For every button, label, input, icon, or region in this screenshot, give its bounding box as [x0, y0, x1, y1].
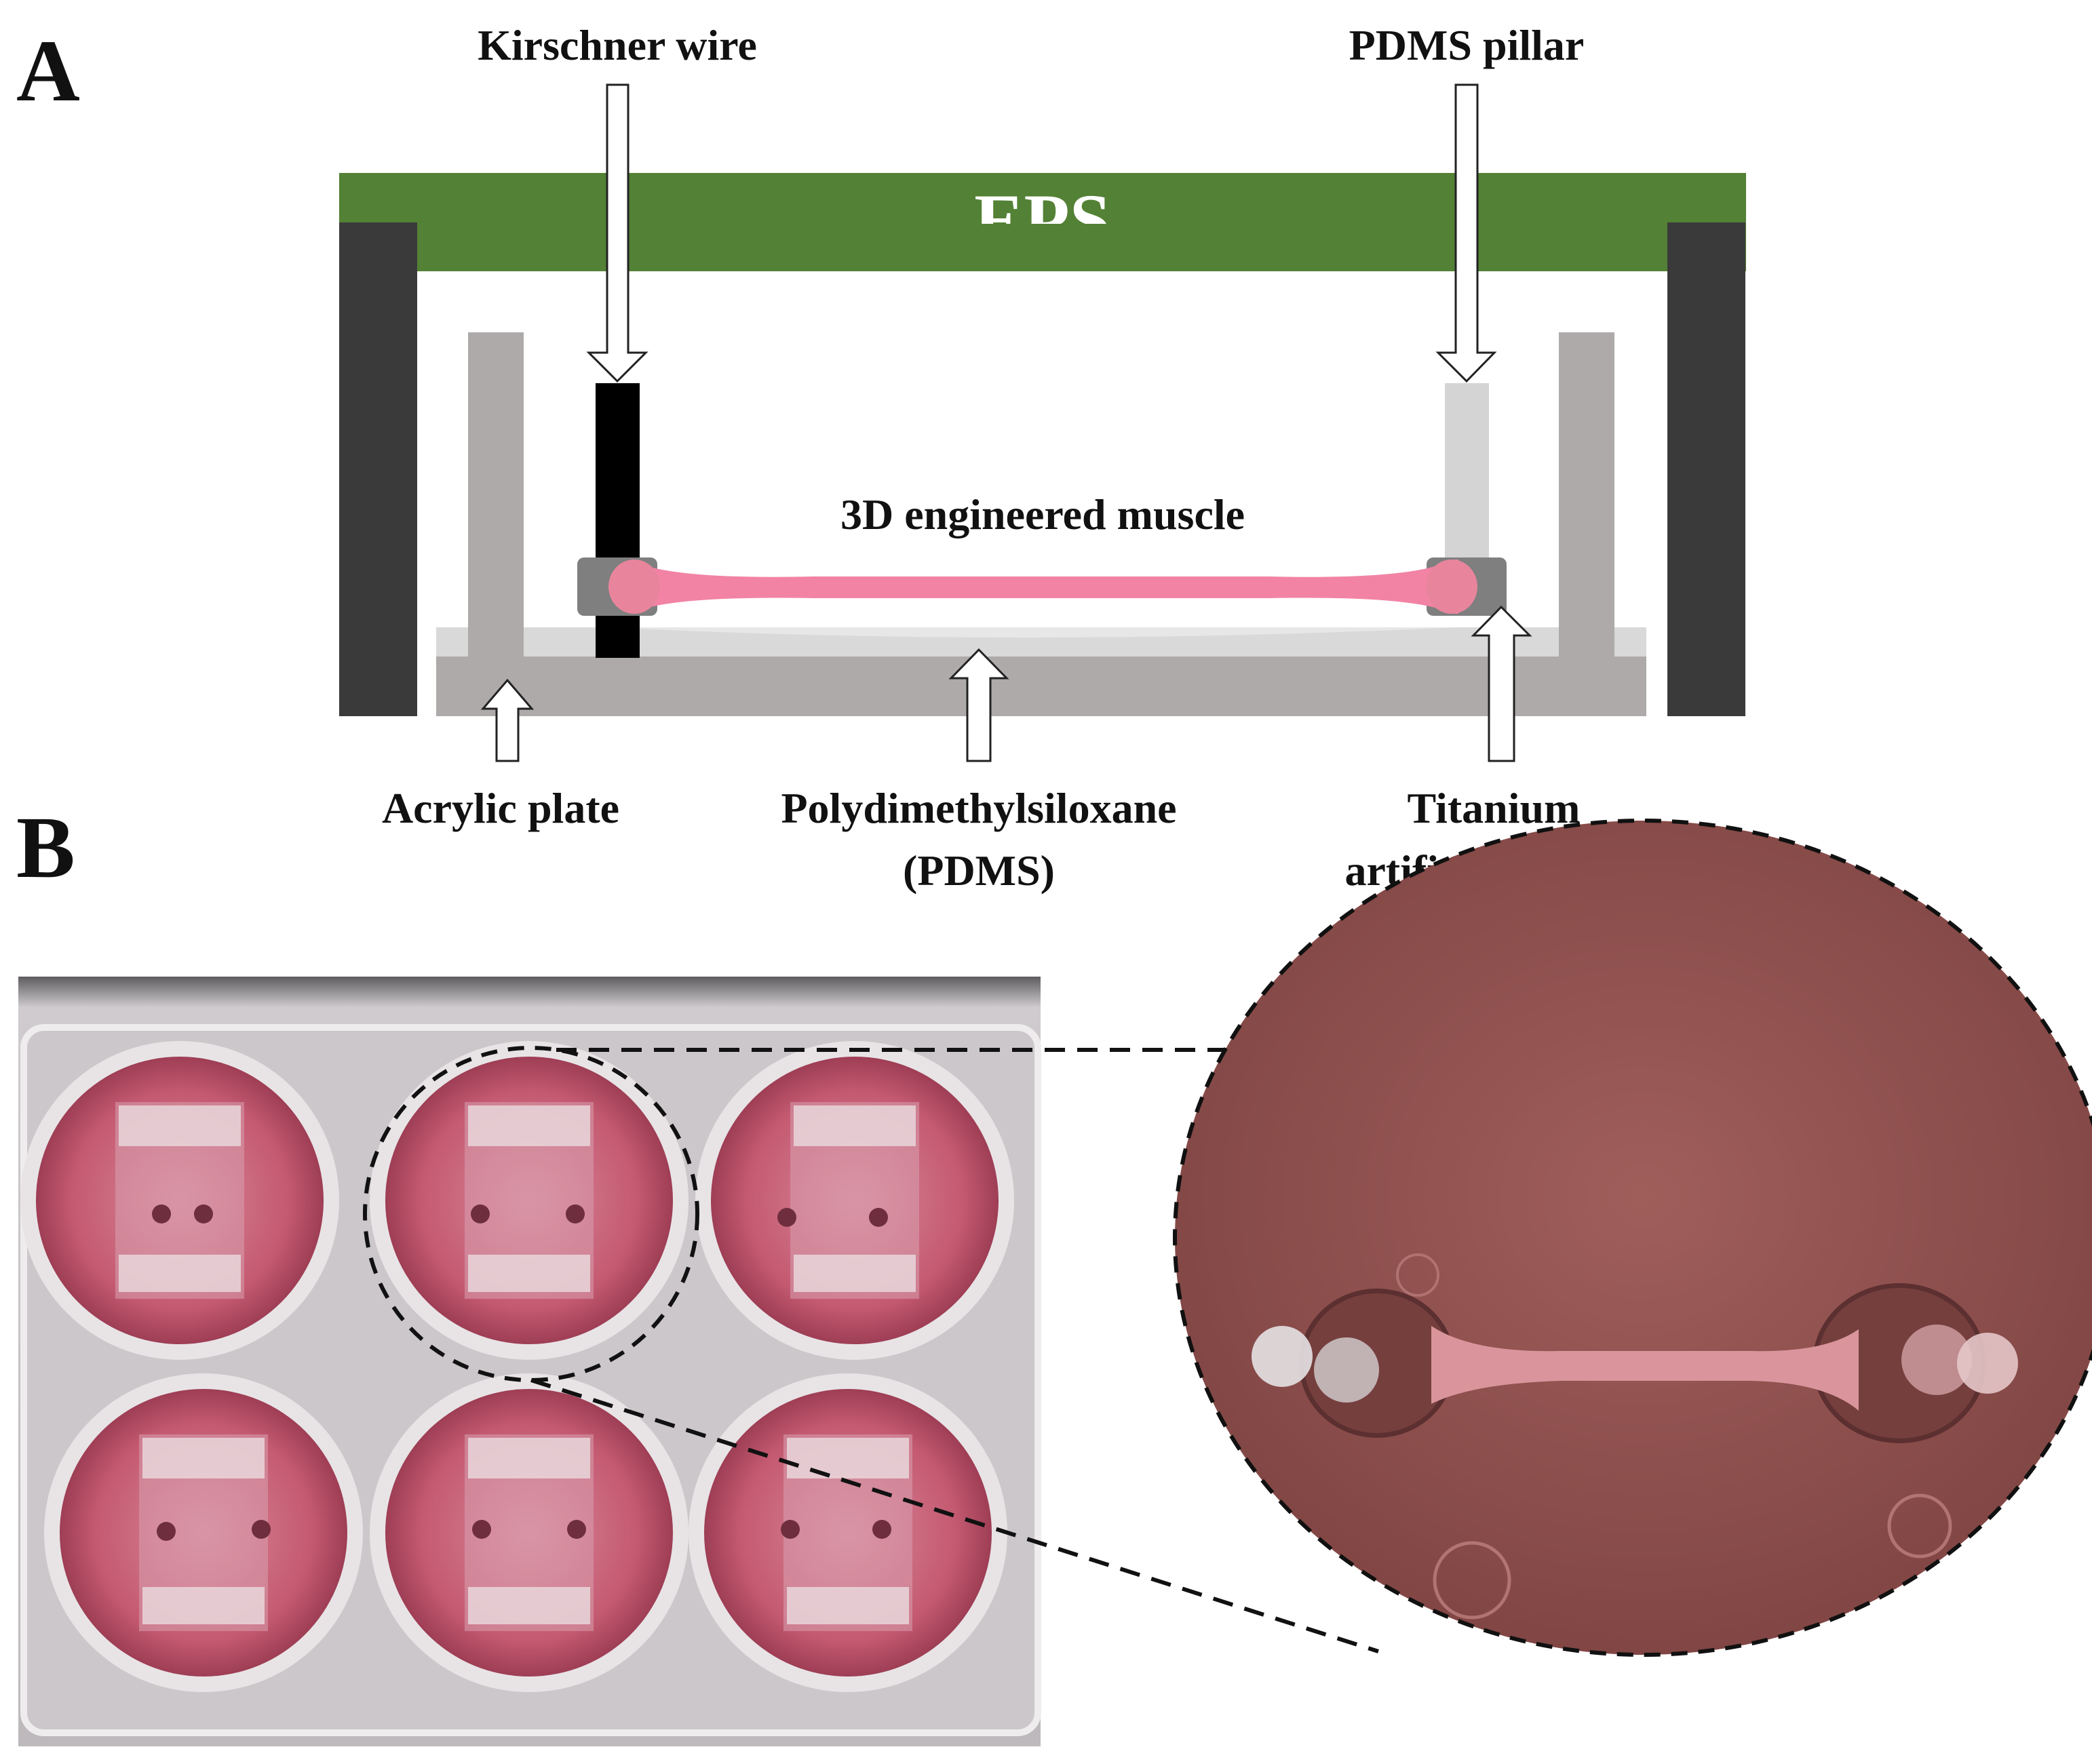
well-top-right	[695, 1041, 1014, 1360]
panel-a-letter: A	[16, 22, 80, 120]
well-bottom-left	[44, 1373, 363, 1692]
titanium-tendon-label-line1: Titanium	[1408, 784, 1581, 832]
acrylic-plate-arrow	[480, 678, 535, 762]
kirschner-wire-rod	[596, 383, 640, 658]
kirschner-wire-arrow	[586, 83, 648, 383]
kirschner-wire-label: Kirschner wire	[478, 21, 757, 69]
left-frame-wall	[339, 222, 417, 716]
right-frame-wall	[1667, 222, 1745, 716]
acrylic-plate-base	[436, 656, 1646, 716]
pdms-pillar-label: PDMS pillar	[1349, 21, 1585, 69]
eps-lid	[339, 173, 1746, 224]
zoomed-tissue-bridge	[1431, 1326, 1859, 1411]
pdms-label-line2: (PDMS)	[903, 846, 1055, 895]
well-bottom-right	[689, 1373, 1007, 1692]
zoom-dashed-ellipse	[1173, 819, 2092, 1657]
zoom-connector-bottom	[530, 1378, 1379, 1653]
well-top-left	[20, 1041, 339, 1360]
pdms-arrow	[948, 648, 1009, 762]
zoomed-muscle-photo	[1175, 821, 2092, 1655]
engineered-muscle-label: 3D engineered muscle	[840, 490, 1245, 538]
engineered-muscle-shape	[631, 560, 1458, 614]
panel-b-letter: B	[16, 799, 75, 897]
highlight-dashed-circle	[363, 1046, 699, 1382]
eps-lid-lower	[339, 224, 1746, 271]
muscle-right-end	[1426, 560, 1477, 614]
muscle-left-end	[608, 560, 660, 614]
acrylic-left-post-front	[468, 627, 524, 660]
titanium-tendon-arrow	[1471, 605, 1532, 762]
acrylic-plate-label: Acrylic plate	[382, 784, 619, 832]
pdms-meniscus	[611, 627, 1458, 638]
well-top-middle	[370, 1041, 689, 1360]
acrylic-right-post-front	[1559, 627, 1614, 660]
well-bottom-middle	[370, 1373, 689, 1692]
six-well-plate-photo	[18, 977, 1041, 1746]
pdms-pillar-arrow	[1435, 83, 1497, 383]
pdms-label-line1: Polydimethylsiloxane	[781, 784, 1176, 832]
